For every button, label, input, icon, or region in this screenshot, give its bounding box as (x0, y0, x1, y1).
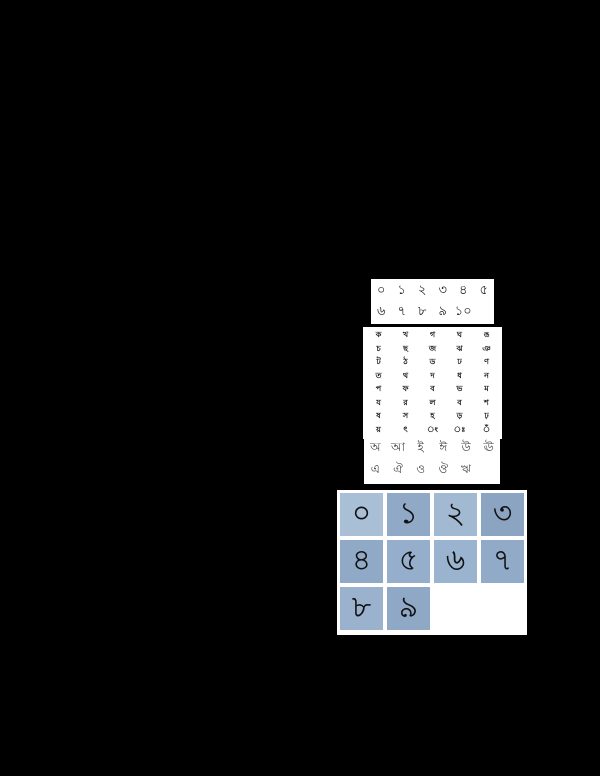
consonant-glyph: ঁ (482, 424, 491, 434)
consonant-glyph: ঠ (403, 357, 408, 367)
consonant-glyph: হ (430, 411, 435, 421)
consonant-glyph: ল (429, 397, 436, 407)
vowel-glyph: ঔ (438, 462, 449, 476)
consonant-glyph: ড় (456, 411, 463, 421)
consonant-glyph: ক (375, 330, 382, 340)
numeral-glyph: ০ (377, 283, 386, 298)
consonant-glyph: ং (427, 424, 438, 434)
figure-caption (360, 636, 510, 644)
vowel-glyph: ঈ (439, 440, 448, 454)
consonant-glyph: চ (376, 343, 381, 353)
handwritten-numeral-tile: ৭ (481, 540, 524, 583)
numeral-glyph: ১০ (454, 304, 472, 319)
consonant-glyph: য (376, 397, 381, 407)
consonant-glyph: দ (430, 370, 435, 380)
consonant-glyph: শ (484, 397, 489, 407)
consonant-glyph: ঝ (456, 343, 463, 353)
consonant-glyph: ম (484, 384, 489, 394)
numeral-glyph: ৮ (418, 304, 427, 319)
vowel-glyph: ঊ (483, 440, 494, 454)
consonant-glyph: ষ (376, 411, 381, 421)
consonant-glyph: ঃ (453, 424, 466, 434)
consonant-glyph: ব (457, 397, 462, 407)
consonant-glyph: য় (376, 424, 381, 434)
consonant-glyph: ছ (403, 343, 408, 353)
consonant-glyph: ঘ (457, 330, 462, 340)
consonant-glyph: ন (484, 370, 489, 380)
numeral-glyph: ৯ (438, 304, 447, 319)
consonant-glyph: ধ (457, 370, 462, 380)
consonant-glyph: ট (376, 357, 381, 367)
vowel-glyph: ঋ (461, 462, 471, 476)
numeral-glyph: ১ (397, 283, 406, 298)
numeral-glyph: ৪ (459, 283, 468, 298)
consonant-glyph: ঞ (482, 343, 491, 353)
consonant-glyph: ব (430, 384, 435, 394)
consonant-glyph: ভ (456, 384, 463, 394)
numeral-glyph: ৩ (438, 283, 447, 298)
numeral-glyph: ৭ (397, 304, 406, 319)
consonant-glyph: ঢ় (484, 411, 489, 421)
consonant-glyph: ফ (402, 384, 409, 394)
vowel-glyph: এ (370, 462, 380, 476)
consonant-glyph: প (375, 384, 382, 394)
numeral-glyph: ৬ (377, 304, 386, 319)
handwritten-numeral-tile: ২ (434, 493, 477, 536)
consonant-glyph: থ (402, 370, 409, 380)
consonant-glyph: র (403, 397, 408, 407)
handwritten-numeral-tile: ৩ (481, 493, 524, 536)
handwritten-numeral-tile: ৬ (434, 540, 477, 583)
handwritten-numeral-tile: ৯ (387, 587, 430, 630)
numeral-glyph: ২ (418, 283, 427, 298)
printed-bangla-numerals-figure: ০ ১ ২ ৩ ৪ ৫ ৬ ৭ ৮ ৯ ১০ (371, 279, 494, 324)
handwritten-numeral-tile: ১ (387, 493, 430, 536)
consonant-glyph: ত (375, 370, 382, 380)
consonant-glyph: খ (402, 330, 409, 340)
vowel-glyph: অ (370, 440, 381, 454)
consonant-glyph: ঙ (483, 330, 490, 340)
consonant-glyph: জ (428, 343, 437, 353)
handwritten-numeral-tile: ৪ (340, 540, 383, 583)
consonant-glyph: ড (429, 357, 436, 367)
consonant-glyph: ৎ (403, 424, 408, 434)
vowel-glyph: ও (416, 462, 426, 476)
consonant-glyph: ণ (484, 357, 489, 367)
consonant-glyph: স (402, 411, 409, 421)
numeral-glyph: ৫ (479, 283, 488, 298)
handwritten-numeral-tile: ৫ (387, 540, 430, 583)
vowel-glyph: আ (390, 440, 405, 454)
handwritten-numeral-tile: ০ (340, 493, 383, 536)
consonant-glyph: ঢ (457, 357, 462, 367)
vowel-glyph: ই (417, 440, 424, 454)
vowel-glyph: উ (461, 440, 471, 454)
numeral-grid: ০ ১ ২ ৩ ৪ ৫ ৬ ৭ ৮ ৯ ১০ (371, 281, 494, 323)
handwritten-numeral-tile: ৮ (340, 587, 383, 630)
vowel-glyph: ঐ (393, 462, 403, 476)
consonant-glyph: গ (429, 330, 436, 340)
